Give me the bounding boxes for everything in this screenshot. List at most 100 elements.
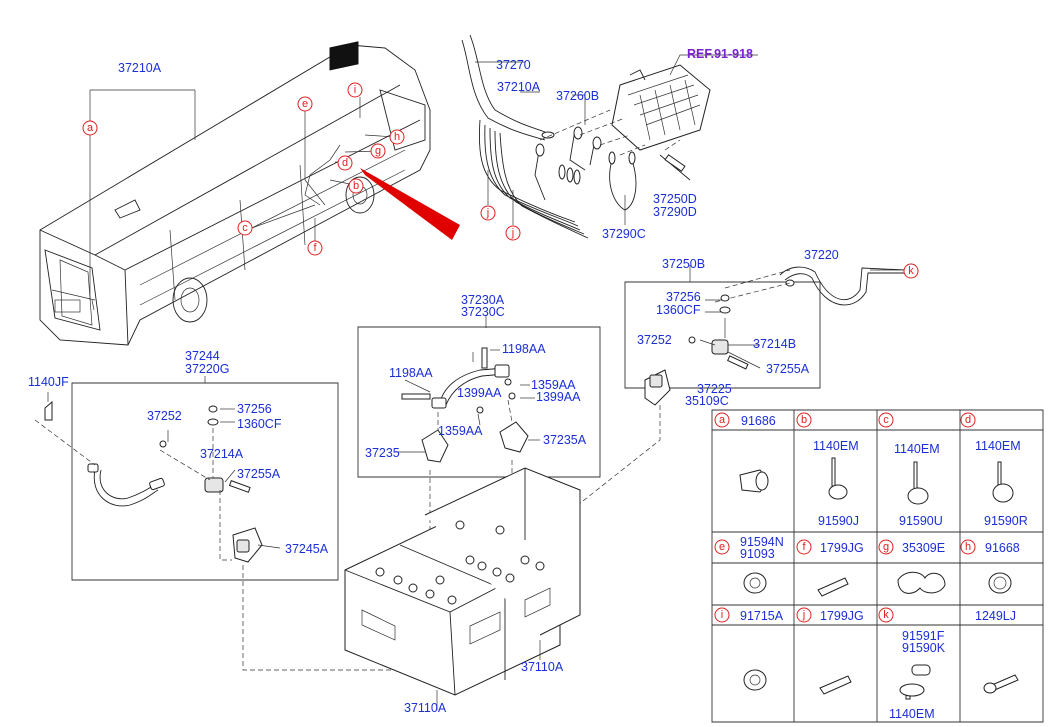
part-35109C[interactable]: 35109C: [685, 394, 729, 408]
legend-f-cell[interactable]: f: [796, 539, 812, 555]
part-37255A-left[interactable]: 37255A: [237, 467, 281, 481]
part-37244[interactable]: 37244: [185, 349, 220, 363]
legend-d-top[interactable]: 1140EM: [975, 439, 1021, 453]
callout-label: g: [883, 541, 889, 553]
part-1198AA-left[interactable]: 1198AA: [389, 366, 433, 380]
callout-f-bus[interactable]: f: [307, 240, 323, 256]
part-37225[interactable]: 37225: [697, 382, 732, 396]
part-1399AA-left[interactable]: 1399AA: [457, 386, 502, 400]
part-37245A[interactable]: 37245A: [285, 542, 329, 556]
part-1198AA-right[interactable]: 1198AA: [502, 342, 546, 356]
bus-illustration: [39, 41, 460, 346]
part-37210A-mid[interactable]: 37210A: [497, 80, 541, 94]
callout-e-bus[interactable]: e: [297, 96, 313, 112]
part-37230A[interactable]: 37230A: [461, 293, 505, 307]
legend-e-part-2[interactable]: 91093: [740, 547, 775, 561]
callout-label: c: [883, 414, 889, 426]
legend-b-cell[interactable]: b: [796, 412, 812, 428]
legend-extra-part[interactable]: 1249LJ: [975, 609, 1016, 623]
callout-label: d: [965, 414, 971, 426]
callout-a-bus[interactable]: a: [82, 120, 98, 136]
legend-f-part[interactable]: 1799JG: [820, 541, 864, 555]
legend-a-part[interactable]: 91686: [741, 414, 776, 428]
legend-e-part-1[interactable]: 91594N: [740, 535, 784, 549]
callout-h-bus[interactable]: h: [389, 129, 405, 145]
legend-k-part-3[interactable]: 1140EM: [889, 707, 935, 721]
callout-label: d: [342, 157, 348, 169]
part-37256-left[interactable]: 37256: [237, 402, 272, 416]
callout-label: f: [802, 541, 806, 553]
callout-label: i: [354, 84, 356, 96]
battery-terminals: [375, 520, 545, 605]
legend-k-cell[interactable]: k: [878, 607, 894, 623]
part-37270[interactable]: 37270: [496, 58, 531, 72]
legend-c-cell[interactable]: c: [878, 412, 894, 428]
callout-c-bus[interactable]: c: [237, 220, 253, 236]
callout-label: h: [394, 131, 400, 143]
part-37255A-right[interactable]: 37255A: [766, 362, 810, 376]
legend-h-cell[interactable]: h: [960, 539, 976, 555]
legend-j-part[interactable]: 1799JG: [820, 609, 864, 623]
battery-link-panel: [357, 315, 601, 590]
callout-label: i: [721, 609, 723, 621]
legend-c-top[interactable]: 1140EM: [894, 442, 940, 456]
part-37256-right[interactable]: 37256: [666, 290, 701, 304]
part-37252-right[interactable]: 37252: [637, 333, 672, 347]
legend-k-part-1[interactable]: 91591F: [902, 629, 945, 643]
callout-i-bus[interactable]: i: [347, 82, 363, 98]
callout-label: a: [87, 122, 94, 134]
batteries-illustration: [344, 467, 581, 710]
callout-b-bus[interactable]: b: [348, 178, 364, 194]
part-37214A[interactable]: 37214A: [200, 447, 244, 461]
callout-g-bus[interactable]: g: [370, 143, 386, 159]
part-1140JF[interactable]: 1140JF: [28, 375, 69, 389]
part-1360CF-left[interactable]: 1360CF: [237, 417, 282, 431]
legend-a-cell[interactable]: a: [714, 412, 730, 428]
legend-d-bottom[interactable]: 91590R: [984, 514, 1028, 528]
part-1359AA-right[interactable]: 1359AA: [531, 378, 576, 392]
part-37252-left[interactable]: 37252: [147, 409, 182, 423]
part-37210A-top[interactable]: 37210A: [118, 61, 162, 75]
part-37235[interactable]: 37235: [365, 446, 400, 460]
part-37235A[interactable]: 37235A: [543, 433, 587, 447]
legend-c-bottom[interactable]: 91590U: [899, 514, 943, 528]
part-37290D[interactable]: 37290D: [653, 205, 697, 219]
legend-i-cell[interactable]: i: [714, 607, 730, 623]
part-37220G[interactable]: 37220G: [185, 362, 229, 376]
callout-label: j: [486, 207, 489, 219]
legend-d-cell[interactable]: d: [960, 412, 976, 428]
legend-e-cell[interactable]: e: [714, 539, 730, 555]
legend-g-cell[interactable]: g: [878, 539, 894, 555]
legend-k-part-2[interactable]: 91590K: [902, 641, 946, 655]
part-37214B[interactable]: 37214B: [753, 337, 796, 351]
callout-label: g: [375, 145, 381, 157]
part-37110A-right[interactable]: 37110A: [521, 660, 564, 674]
part-37220[interactable]: 37220: [804, 248, 839, 262]
callout-label: k: [908, 265, 914, 277]
legend-j-cell[interactable]: j: [796, 607, 812, 623]
part-37250B[interactable]: 37250B: [662, 257, 705, 271]
callout-j-harness-left[interactable]: j: [480, 205, 496, 221]
callout-label: h: [965, 541, 971, 553]
callout-j-harness-right[interactable]: j: [505, 225, 521, 241]
part-37230C[interactable]: 37230C: [461, 305, 505, 319]
part-37110A-bottom[interactable]: 37110A: [404, 701, 447, 715]
part-37250D[interactable]: 37250D: [653, 192, 697, 206]
callout-label: c: [242, 222, 248, 234]
legend-h-part[interactable]: 91668: [985, 541, 1020, 555]
legend-g-part[interactable]: 35309E: [902, 541, 945, 555]
part-1399AA-right[interactable]: 1399AA: [536, 390, 581, 404]
legend-b-bottom[interactable]: 91590J: [818, 514, 859, 528]
callout-d-bus[interactable]: d: [337, 155, 353, 171]
callout-k-cable[interactable]: k: [903, 263, 919, 279]
part-1359AA-left[interactable]: 1359AA: [438, 424, 483, 438]
legend-b-top[interactable]: 1140EM: [813, 439, 859, 453]
legend-i-part[interactable]: 91715A: [740, 609, 784, 623]
ref-label[interactable]: REF.91-918: [687, 47, 753, 61]
part-37260B[interactable]: 37260B: [556, 89, 599, 103]
part-1360CF-right[interactable]: 1360CF: [656, 303, 701, 317]
part-37290C[interactable]: 37290C: [602, 227, 646, 241]
callout-label: b: [353, 180, 359, 192]
callout-label: e: [302, 98, 308, 110]
